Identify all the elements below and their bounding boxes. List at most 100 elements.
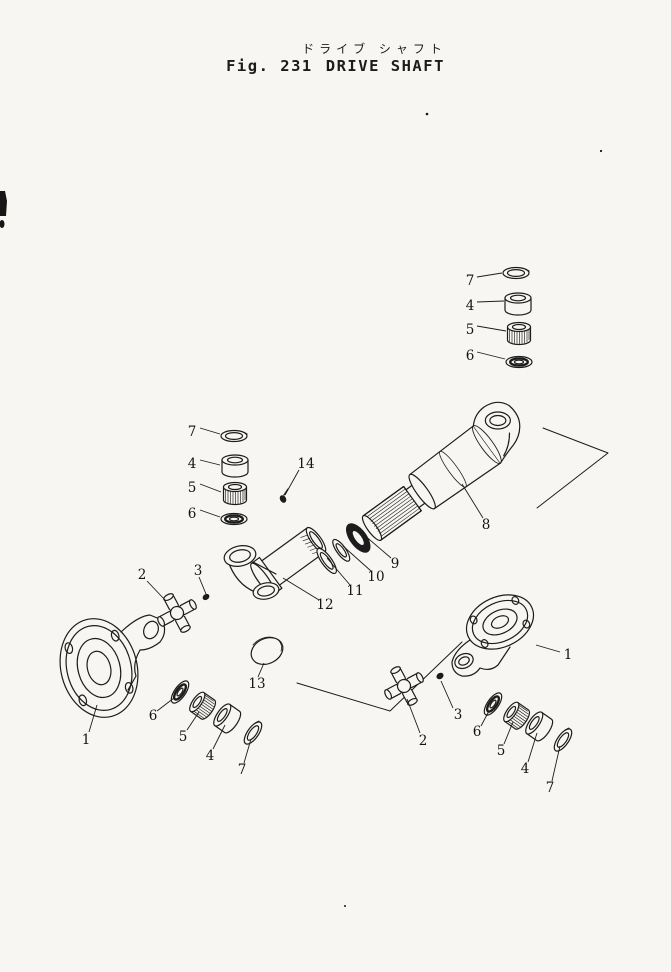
callout-5-bl: 5 [179,729,188,745]
callout-11: 11 [346,583,363,599]
callout-7-mid: 7 [188,424,197,440]
flange-yoke-left [59,614,166,718]
needle-bearing-bottom-left [186,689,219,723]
seal-mid [219,512,249,526]
leader-line [243,738,252,764]
scan-artifact [344,905,346,907]
leader-line [551,745,561,782]
leader-line [88,704,98,733]
scan-artifact [599,149,603,153]
callout-1-right: 1 [564,647,573,663]
leader-line [476,351,506,360]
bearing-cup-top [504,292,532,316]
callout-14: 14 [297,456,314,472]
snap-ring-bottom-right [550,725,576,755]
needle-bearing-top [506,321,532,346]
callout-4-bl: 4 [206,748,215,764]
yoke-ear-hole [458,656,470,666]
snap-ring-top [502,266,530,280]
leader-line [199,459,221,466]
cap-disc [250,636,284,665]
dust-ring-9 [345,523,371,553]
leader-line [212,724,226,750]
callout-3-right: 3 [454,707,463,723]
callout-2-left: 2 [138,567,147,583]
leader-line [186,711,200,731]
leader-line [199,483,222,493]
leader-line [199,427,221,435]
assembly-pointer-line-center [296,641,463,712]
leader-line [257,662,265,678]
leader-line [476,300,505,303]
seal-bottom-left [166,676,194,708]
leader-line [527,732,538,763]
assembly-pointer-line-right [536,427,609,509]
callout-12: 12 [316,597,333,613]
callout-6-top: 6 [466,348,475,364]
leader-line [199,509,221,518]
leader-line [156,697,175,712]
seal-top [504,355,534,369]
callout-6-br: 6 [473,724,482,740]
snap-ring-mid [220,429,248,443]
callout-6-bl: 6 [149,708,158,724]
callout-4-top: 4 [466,298,475,314]
main-shaft-assembly [316,401,521,575]
callout-7-br: 7 [546,780,555,796]
callout-1-left: 1 [82,732,91,748]
flange-yoke-right [451,594,535,677]
leader-line [535,644,561,653]
pin-left [202,593,210,601]
callout-4-mid: 4 [188,456,197,472]
callout-6-mid: 6 [188,506,197,522]
figure-name: DRIVE SHAFT [325,57,445,75]
leader-line [198,576,207,595]
leader-line [362,533,392,559]
pin-right [436,672,444,680]
figure-number: Fig. 231 [226,57,313,75]
leader-line [476,325,507,332]
callout-5-top: 5 [466,322,475,338]
yoke-ear-hole [143,620,159,640]
scan-artifact [425,112,429,116]
leader-line [326,557,351,586]
bearing-cup-bottom-left [210,700,245,736]
bearing-cup-mid [221,454,249,478]
scan-artifact [0,220,5,228]
callout-10: 10 [367,569,384,585]
washer-10 [332,538,351,562]
scan-artifact [0,191,7,216]
leader-line [406,698,421,734]
leader-line [476,272,503,278]
leader-line [503,721,514,745]
yoke-ear-hole [484,411,511,430]
callout-13: 13 [248,676,265,692]
splined-shaft [361,425,501,542]
callout-7-bl: 7 [238,762,247,778]
figure-title: Fig. 231 DRIVE SHAFT [0,57,671,75]
callouts: 7 4 5 6 7 4 5 6 14 8 9 10 11 12 13 2 3 1… [82,273,573,796]
leader-line [480,710,490,727]
seal-bottom-right [479,688,507,720]
leader-line [146,580,167,602]
slip-yoke [223,526,327,600]
leader-line [342,545,372,572]
leader-line [282,577,320,601]
callout-5-br: 5 [497,743,506,759]
callout-2-right: 2 [419,733,428,749]
figure-title-japanese: ドライブ シャフト [302,42,447,56]
scan-artifacts [0,112,603,907]
callout-5-mid: 5 [188,480,197,496]
callout-8: 8 [482,517,491,533]
callout-7-top: 7 [466,273,475,289]
needle-bearing-mid [222,481,248,506]
ring-11 [316,547,337,575]
callout-9: 9 [391,556,400,572]
leader-line [461,483,484,519]
shaft-yoke-head [472,401,521,464]
yoke-ear-hole [229,549,251,563]
snap-ring-bottom-left [240,718,266,748]
leader-line [284,469,300,496]
